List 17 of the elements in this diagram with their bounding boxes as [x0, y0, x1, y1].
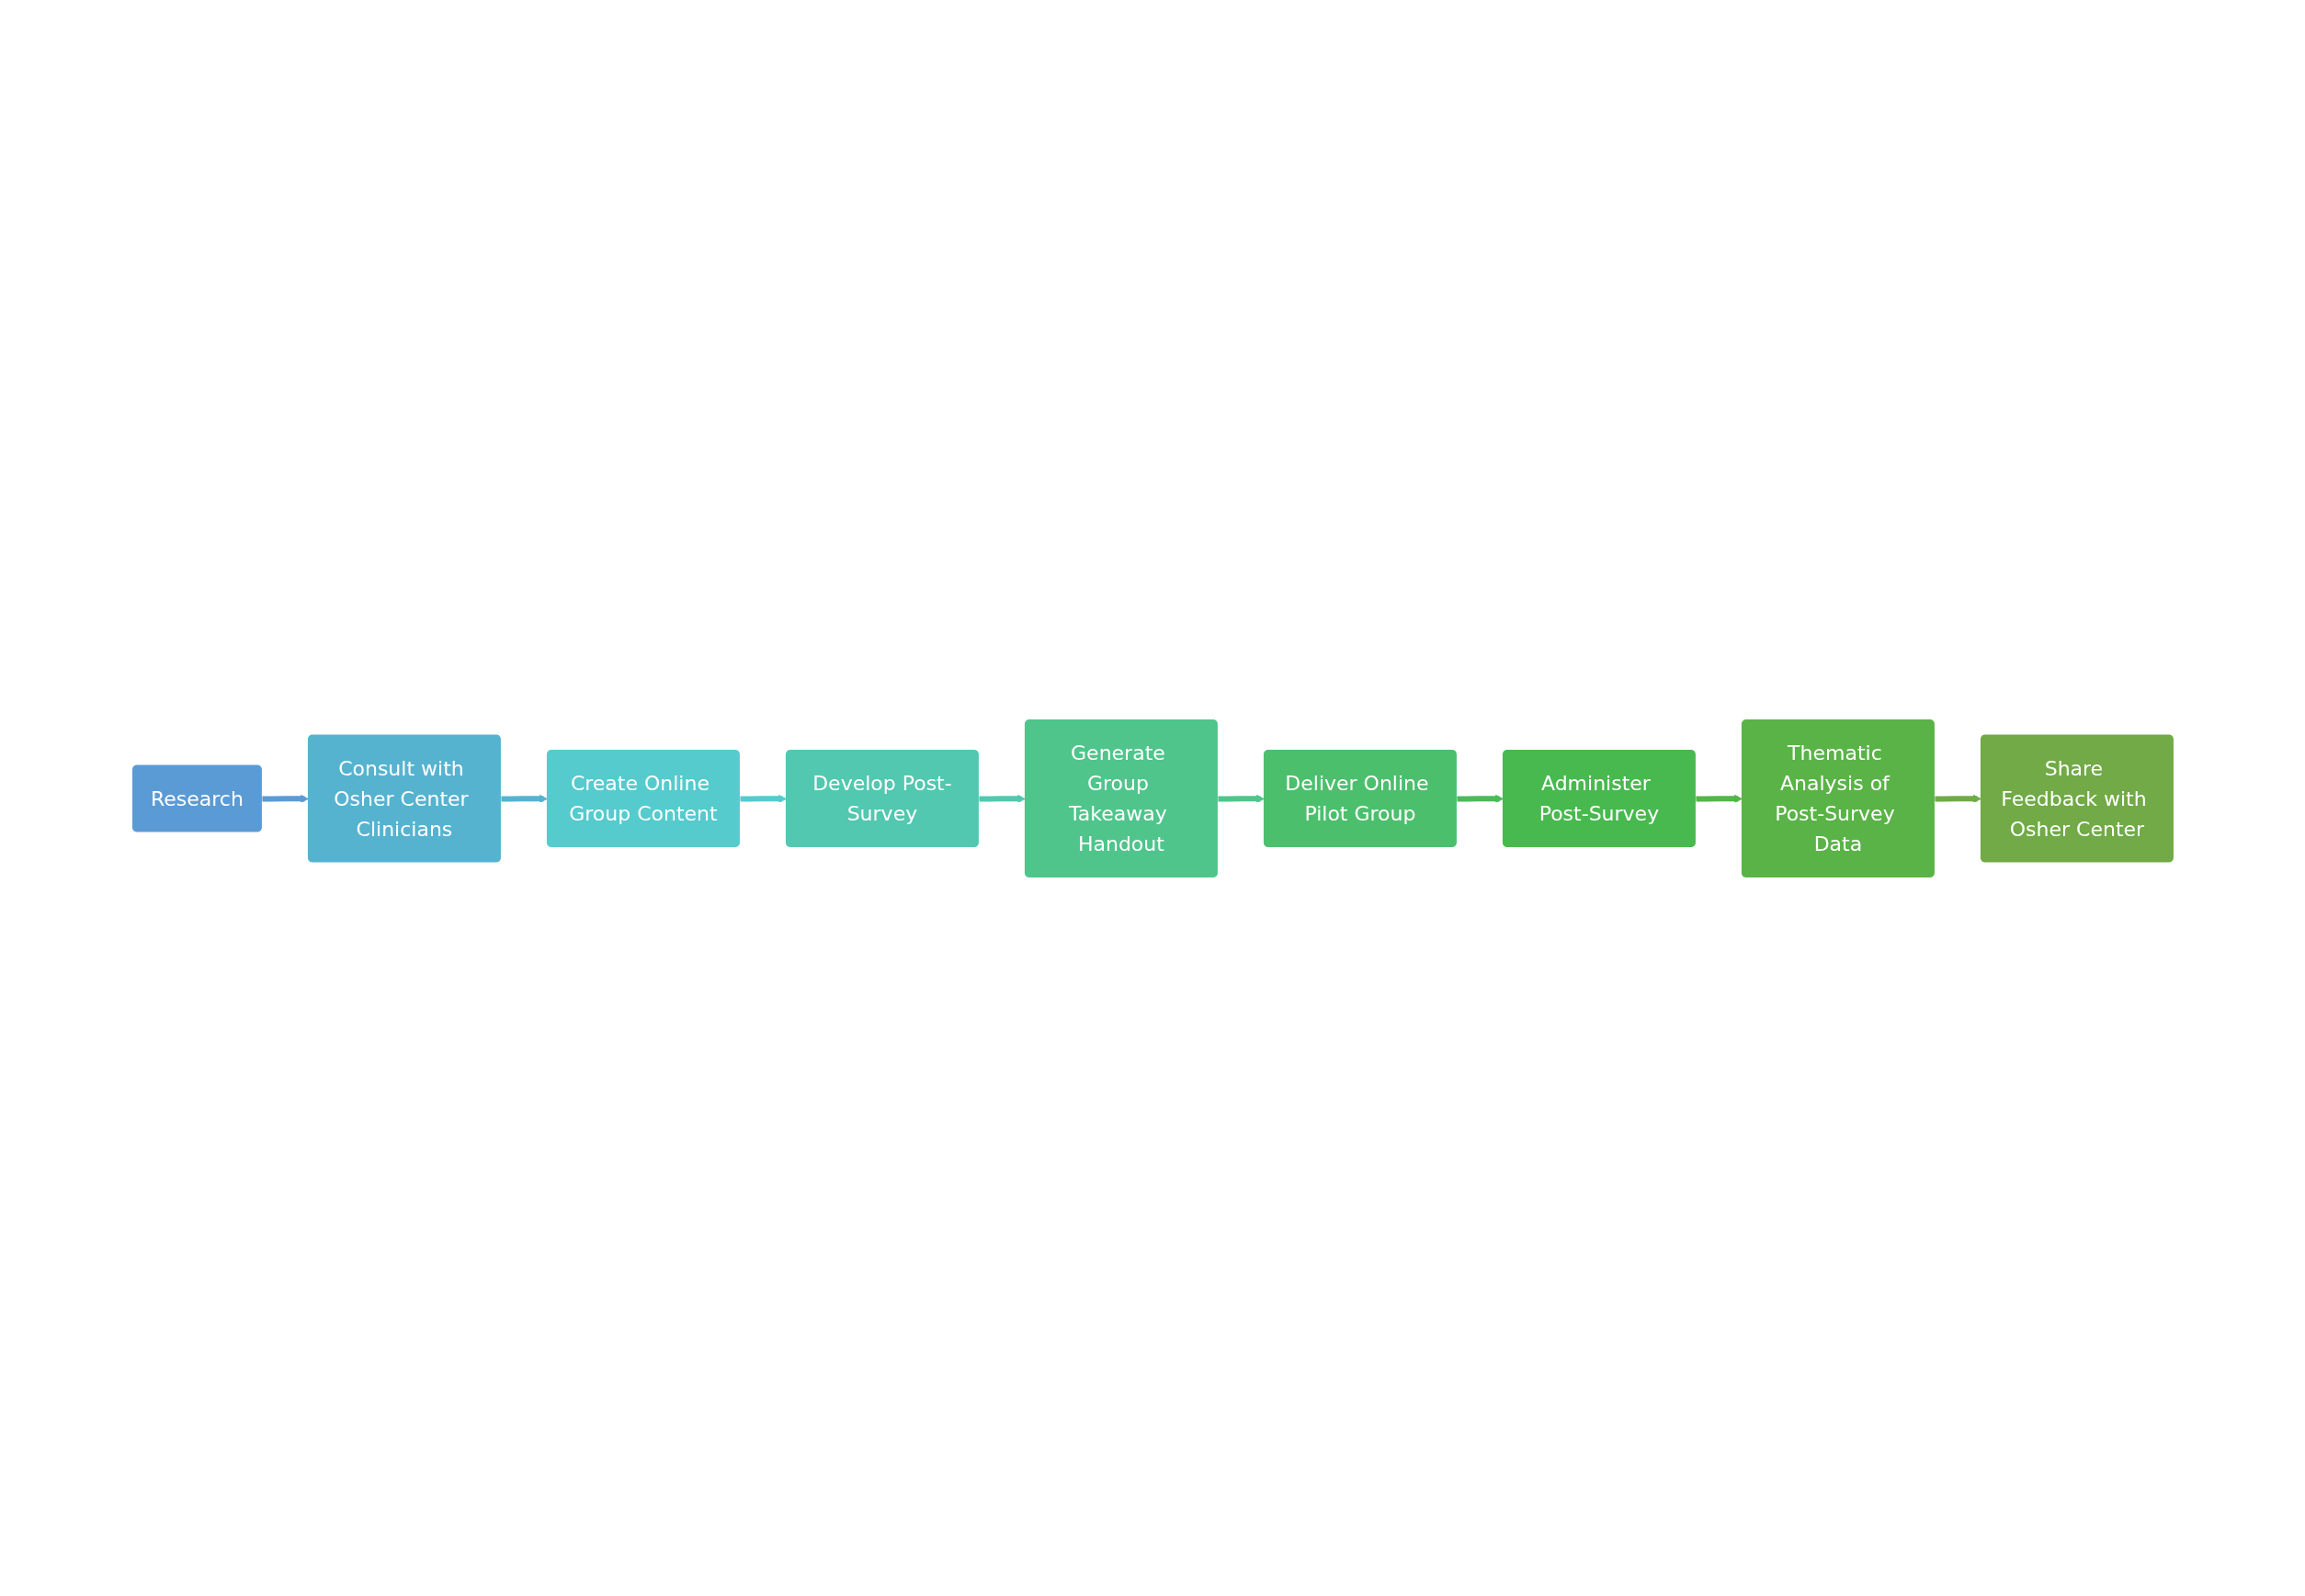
- node-box: Research: [131, 764, 262, 832]
- arrow: [978, 794, 1026, 803]
- node-box: Thematic Analysis of Post-Survey Data: [1741, 719, 1935, 877]
- node-box: Create Online Group Content: [546, 749, 740, 847]
- node-box: Share Feedback with Osher Center: [1980, 734, 2174, 862]
- arrow: [261, 794, 309, 803]
- node-box: Generate Group Takeaway Handout: [1024, 719, 1218, 877]
- arrow: [739, 794, 787, 803]
- arrow: [1456, 794, 1504, 803]
- arrow: [1695, 794, 1743, 803]
- node-box: Develop Post-Survey: [785, 749, 979, 847]
- arrow: [1217, 794, 1265, 803]
- node-box: Administer Post-Survey: [1502, 749, 1696, 847]
- node-box: Consult with Osher Center Clinicians: [307, 734, 501, 862]
- arrow: [500, 794, 548, 803]
- arrow: [1934, 794, 1981, 803]
- node-box: Deliver Online Pilot Group: [1263, 749, 1457, 847]
